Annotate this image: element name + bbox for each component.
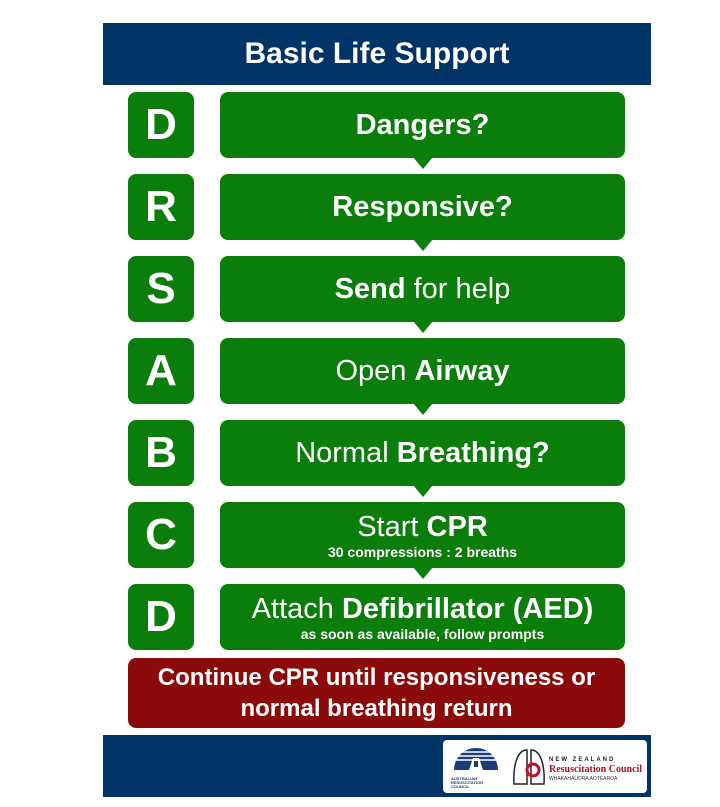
step-letter: D: [128, 584, 194, 650]
step-bold: Defibrillator (AED): [341, 592, 594, 625]
step-letter: S: [128, 256, 194, 322]
arc-emblem-icon: [451, 748, 501, 770]
step-letter: C: [128, 502, 194, 568]
step-bold: Send: [334, 273, 406, 305]
nzrc-line-2: Resuscitation Council: [549, 764, 643, 775]
step-letter: D: [128, 92, 194, 158]
step-box: Attach Defibrillator (AED)as soon as ava…: [220, 584, 625, 650]
step-pre: Start: [357, 510, 427, 543]
step-text: Attach Defibrillator (AED): [220, 593, 625, 625]
step-bold: CPR: [426, 510, 488, 543]
step-box: Open Airway: [220, 338, 625, 415]
step-letter: R: [128, 174, 194, 240]
step-box: Dangers?: [220, 92, 625, 169]
continue-line-1: Continue CPR until responsiveness or: [157, 664, 596, 691]
step-letter: B: [128, 420, 194, 486]
step-letter: A: [128, 338, 194, 404]
step-text: Open Airway: [220, 355, 625, 387]
step-text: Responsive?: [220, 191, 625, 223]
step-text: Start CPR: [220, 511, 625, 543]
step-pre: Attach: [251, 592, 342, 625]
logos-panel: AUSTRALIAN RESUSCITATION COUNCIL NEW ZEA…: [443, 740, 647, 793]
step-bold: Dangers?: [355, 109, 490, 141]
continue-line-2: normal breathing return: [240, 695, 513, 722]
step-post: for help: [405, 273, 511, 305]
step-bold: Airway: [414, 355, 510, 387]
step-box: Normal Breathing?: [220, 420, 625, 497]
step-bold: Breathing?: [396, 437, 550, 469]
arc-text-1: AUSTRALIAN: [451, 776, 477, 781]
step-box: Send for help: [220, 256, 625, 333]
nzrc-line-3: WHAKAHAUORA AOTEAROA: [549, 776, 618, 782]
arc-logo: AUSTRALIAN RESUSCITATION COUNCIL: [451, 746, 501, 790]
step-bold: Responsive?: [332, 191, 513, 223]
nzrc-logo: NEW ZEALAND Resuscitation Council WHAKAH…: [511, 746, 645, 790]
step-pre: Normal: [295, 437, 397, 469]
page-title: Basic Life Support: [103, 23, 651, 85]
step-subtext: as soon as available, follow prompts: [300, 625, 545, 642]
nzrc-line-1: NEW ZEALAND: [549, 757, 616, 763]
step-subtext: 30 compressions : 2 breaths: [327, 543, 518, 560]
arc-text-2: RESUSCITATION: [451, 780, 484, 785]
arc-text-3: COUNCIL: [451, 784, 470, 789]
lungs-icon: [513, 749, 545, 785]
step-text: Send for help: [220, 273, 625, 305]
step-text: Normal Breathing?: [220, 437, 625, 469]
step-box: Responsive?: [220, 174, 625, 251]
step-text: Dangers?: [220, 109, 625, 141]
continue-cpr-banner: Continue CPR until responsiveness or nor…: [128, 658, 625, 728]
step-pre: Open: [335, 355, 415, 387]
